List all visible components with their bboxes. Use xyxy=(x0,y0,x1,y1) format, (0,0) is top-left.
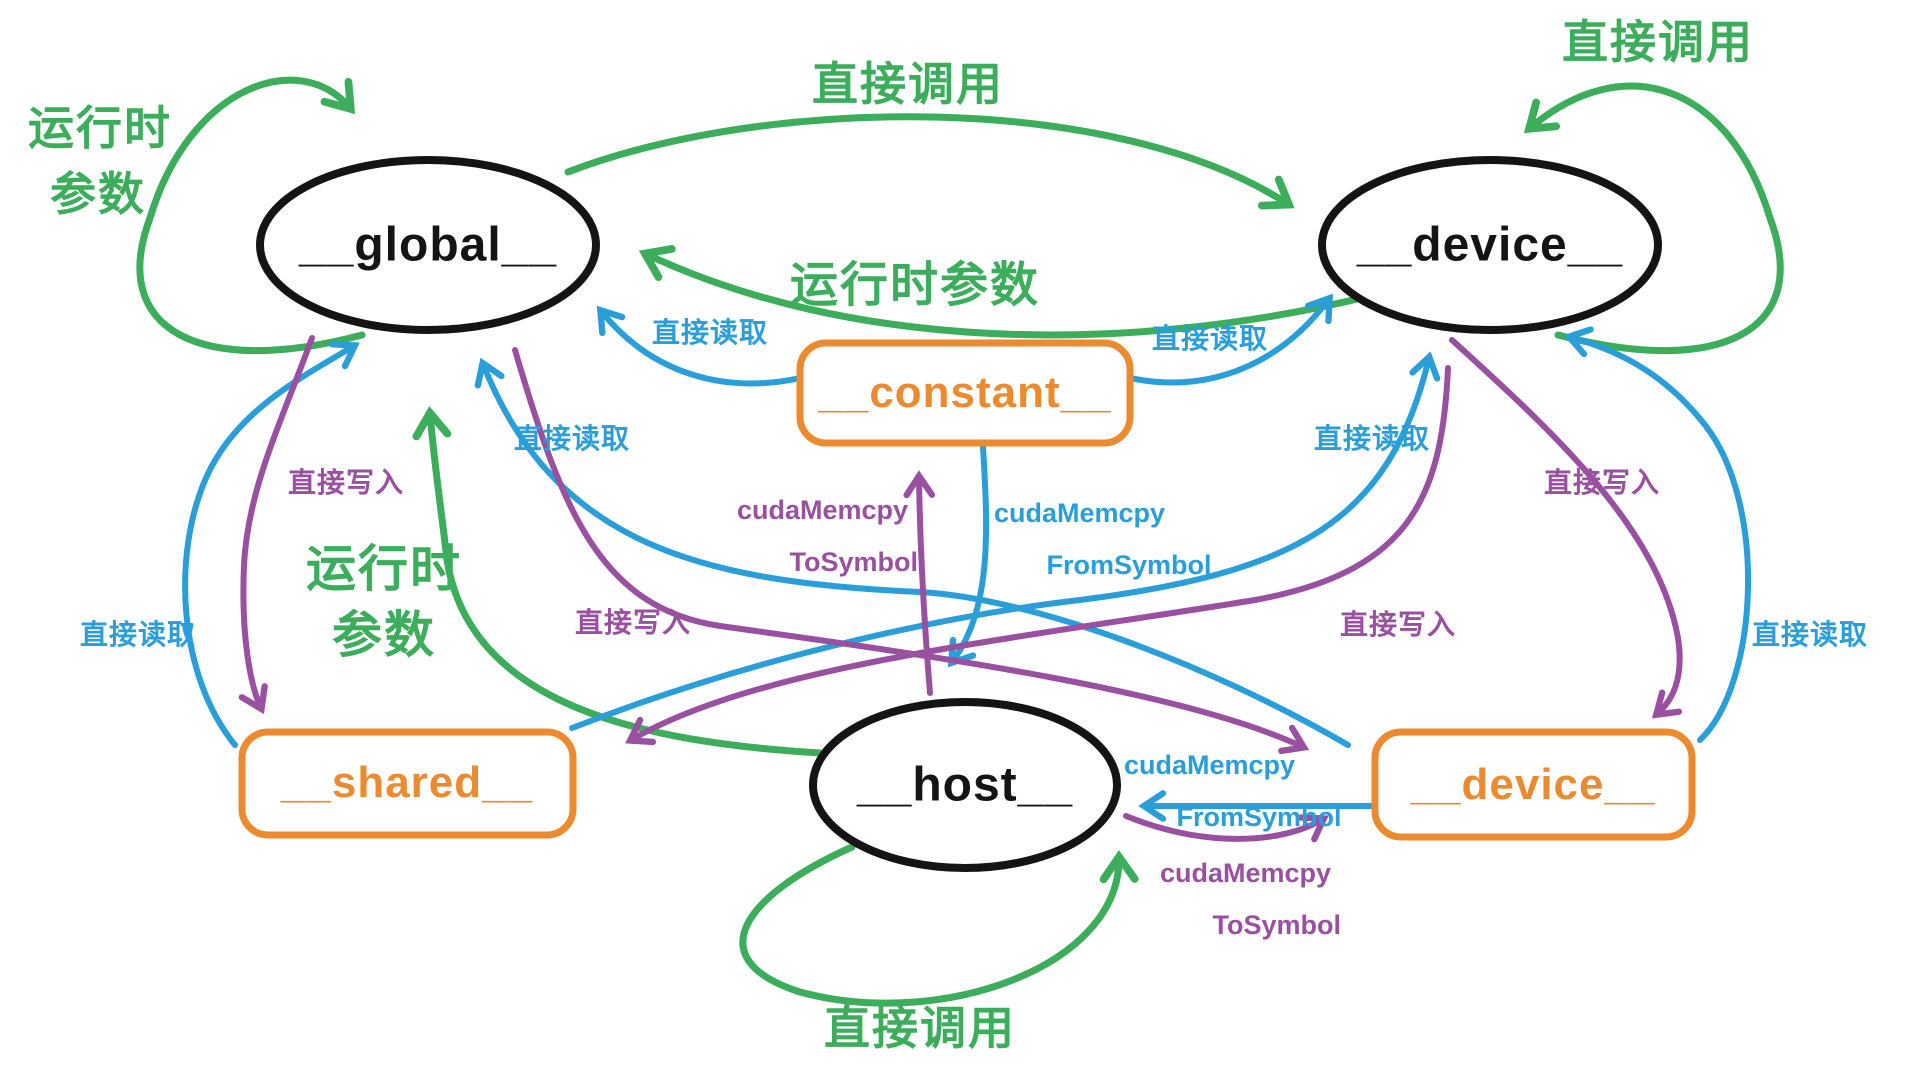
edge-label-write-global-devvar: 直接写入 xyxy=(575,607,692,638)
arrow-shared-to-device-read xyxy=(569,351,1441,731)
arrow-device-self-loop xyxy=(1523,82,1784,355)
node-device-var-label: __device__ xyxy=(1410,760,1656,809)
arrow-devvar-to-device-read xyxy=(1563,326,1751,743)
node-shared-label: __shared__ xyxy=(280,758,534,807)
edge-label-direct-call-top: 直接调用 xyxy=(812,58,1004,110)
arrow-constant-to-device-read xyxy=(1127,293,1334,386)
edge-label-read-shared-global: 直接读取 xyxy=(80,619,197,650)
arrow-host-to-devvar-to-symbol xyxy=(1123,813,1329,843)
node-global-shape xyxy=(256,156,600,334)
node-global-label: __global__ xyxy=(298,218,558,272)
arrow-device-to-global-runtime-params xyxy=(638,245,1378,339)
edge-label-from-symbol-right: cudaMemcpy FromSymbol xyxy=(1124,750,1342,832)
edge-label-read-devvar-global: 直接读取 xyxy=(514,423,631,454)
edge-label-direct-call-host-self: 直接调用 xyxy=(824,1002,1016,1054)
arrow-global-to-shared-write xyxy=(238,335,315,715)
edge-label-read-devvar-device: 直接读取 xyxy=(1752,619,1869,650)
node-constant-label: __constant__ xyxy=(818,368,1112,417)
arrow-global-self-loop xyxy=(136,76,366,355)
from-symbol-mid-line2: FromSymbol xyxy=(1046,550,1212,580)
edge-label-global-self-runtime-line2: 参数 xyxy=(50,168,146,220)
from-symbol-right-line1: cudaMemcpy xyxy=(1124,750,1296,780)
to-symbol-mid-line1: cudaMemcpy xyxy=(737,495,909,525)
arrow-device-to-devvar-write xyxy=(1449,337,1683,719)
arrow-host-to-constant-to-symbol xyxy=(903,470,936,696)
from-symbol-right-line2: FromSymbol xyxy=(1176,802,1342,832)
edge-label-write-global-shared: 直接写入 xyxy=(288,467,405,498)
from-symbol-mid-line1: cudaMemcpy xyxy=(994,498,1166,528)
arrow-global-to-device-direct-call xyxy=(564,113,1295,210)
edge-label-global-self-runtime-line1: 运行时 xyxy=(28,102,172,154)
node-host-shape xyxy=(809,698,1121,872)
node-constant-shape xyxy=(796,339,1134,447)
edge-label-read-const-device: 直接读取 xyxy=(1152,323,1269,354)
node-device-fn-shape xyxy=(1318,156,1662,334)
edge-label-host-runtime-line2: 参数 xyxy=(332,607,436,663)
to-symbol-right-line2: ToSymbol xyxy=(1212,910,1342,940)
arrow-global-to-devvar-write xyxy=(512,347,1310,755)
node-host-label: __host__ xyxy=(856,758,1074,812)
node-device-var-shape xyxy=(1371,728,1696,841)
arrow-host-to-global-runtime-params xyxy=(412,406,824,757)
arrow-devvar-to-global-read xyxy=(474,357,1351,748)
edge-label-read-const-global: 直接读取 xyxy=(652,317,769,348)
node-device-fn-label: __device__ xyxy=(1356,218,1624,272)
to-symbol-right-line1: cudaMemcpy xyxy=(1160,858,1332,888)
node-shared-shape xyxy=(238,728,577,839)
edge-label-runtime-params-mid: 运行时参数 xyxy=(790,259,1041,312)
arrow-constant-to-host-from-symbol xyxy=(947,444,990,668)
edge-label-from-symbol-mid: cudaMemcpy FromSymbol xyxy=(994,498,1212,580)
edge-label-to-symbol-right: cudaMemcpy ToSymbol xyxy=(1160,858,1342,940)
edge-label-direct-call-device-self: 直接调用 xyxy=(1562,16,1754,68)
edge-label-host-runtime-line1: 运行时 xyxy=(306,541,462,597)
edge-label-write-device-shared: 直接写入 xyxy=(1340,609,1457,640)
edge-label-to-symbol-mid: cudaMemcpy ToSymbol xyxy=(737,495,918,576)
arrow-host-self-loop xyxy=(739,843,1139,1007)
arrow-constant-to-global-read xyxy=(596,305,803,387)
arrow-device-to-shared-write xyxy=(625,365,1451,746)
to-symbol-mid-line2: ToSymbol xyxy=(789,547,919,577)
edge-label-write-device-devvar: 直接写入 xyxy=(1544,467,1661,498)
edge-label-read-shared-device: 直接读取 xyxy=(1314,423,1431,454)
